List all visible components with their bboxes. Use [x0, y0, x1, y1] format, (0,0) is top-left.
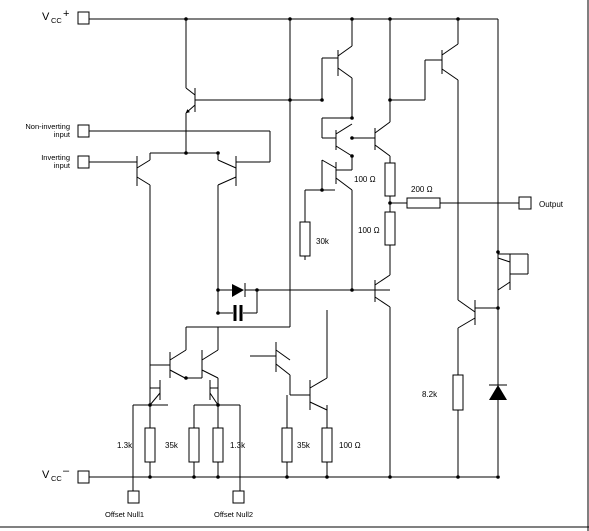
- vcc-plus-pin[interactable]: [77, 11, 90, 25]
- svg-text:+: +: [63, 8, 69, 20]
- resistor-30k: [299, 189, 335, 260]
- label-1k3-left: 1.3k: [117, 441, 133, 450]
- resistor-100-mid: [384, 211, 396, 275]
- resistor-200: [390, 197, 519, 209]
- transistor-top-mirror-a: [321, 19, 353, 118]
- resistor-35k-right: [281, 405, 293, 477]
- label-100-bottom: 100 Ω: [339, 441, 361, 450]
- transistor-q-bias-top: [185, 19, 290, 153]
- transistor-mirror-left: [149, 327, 187, 405]
- svg-text:CC: CC: [51, 474, 62, 483]
- label-35k-right: 35k: [297, 441, 311, 450]
- svg-text:CC: CC: [51, 16, 62, 25]
- output-pin[interactable]: [518, 196, 532, 210]
- label-35k-left: 35k: [165, 441, 179, 450]
- offset-null2-pin[interactable]: [232, 490, 245, 504]
- offset-null1-label: Offset Null1: [105, 510, 144, 519]
- label-100-top: 100 Ω: [354, 175, 376, 184]
- diode-right: [489, 384, 507, 400]
- resistor-1k3-right: [212, 405, 224, 477]
- label-200: 200 Ω: [411, 185, 433, 194]
- non-inverting-input-label: Non-inverting input: [25, 122, 71, 139]
- resistor-100-bottom: [321, 405, 333, 477]
- transistor-output-top: [352, 19, 391, 163]
- svg-text:–: –: [63, 465, 70, 477]
- transistor-mirror-right: [201, 327, 219, 405]
- offset-null2-label: Offset Null2: [214, 510, 253, 519]
- svg-text:input: input: [54, 161, 71, 170]
- transistor-right-driver: [457, 290, 498, 375]
- svg-text:Inverting: Inverting: [41, 153, 70, 162]
- inverting-input-pin[interactable]: [77, 155, 90, 169]
- resistor-1k3-left: [144, 405, 156, 477]
- transistor-q-in-left: [130, 153, 151, 365]
- svg-text:V: V: [42, 11, 50, 23]
- transistor-q-in-right: [217, 153, 245, 290]
- transistor-load-right: [209, 380, 219, 406]
- resistor-8k2: [452, 374, 464, 477]
- output-label: Output: [539, 200, 564, 209]
- svg-text:Non-inverting: Non-inverting: [25, 122, 70, 131]
- label-8k2: 8.2k: [422, 390, 438, 399]
- inverting-input-label: Inverting input: [41, 153, 71, 170]
- offset-null1-pin[interactable]: [127, 490, 140, 504]
- compensation-capacitor: [217, 290, 258, 321]
- transistor-stage2-b: [290, 310, 328, 411]
- svg-text:input: input: [54, 130, 71, 139]
- vcc-minus-label: V CC –: [42, 465, 70, 483]
- non-inverting-input-wire: [89, 130, 271, 163]
- label-100-mid: 100 Ω: [358, 226, 380, 235]
- transistor-load-left: [149, 380, 161, 406]
- transistor-stack-b: [321, 159, 353, 290]
- label-1k3-right: 1.3k: [230, 441, 246, 450]
- transistor-output-protect: [497, 248, 529, 291]
- vcc-plus-label: V CC +: [42, 8, 69, 25]
- non-inverting-input-pin[interactable]: [77, 124, 90, 138]
- label-30k: 30k: [316, 237, 330, 246]
- vcc-minus-pin[interactable]: [77, 470, 90, 484]
- resistor-35k-left: [188, 405, 200, 477]
- transistor-stage2-a: [250, 342, 291, 395]
- transistor-right-mirror-a: [424, 19, 459, 290]
- transistor-output-bottom: [352, 274, 391, 477]
- svg-text:V: V: [42, 469, 50, 481]
- transistor-stack-a: [321, 117, 353, 170]
